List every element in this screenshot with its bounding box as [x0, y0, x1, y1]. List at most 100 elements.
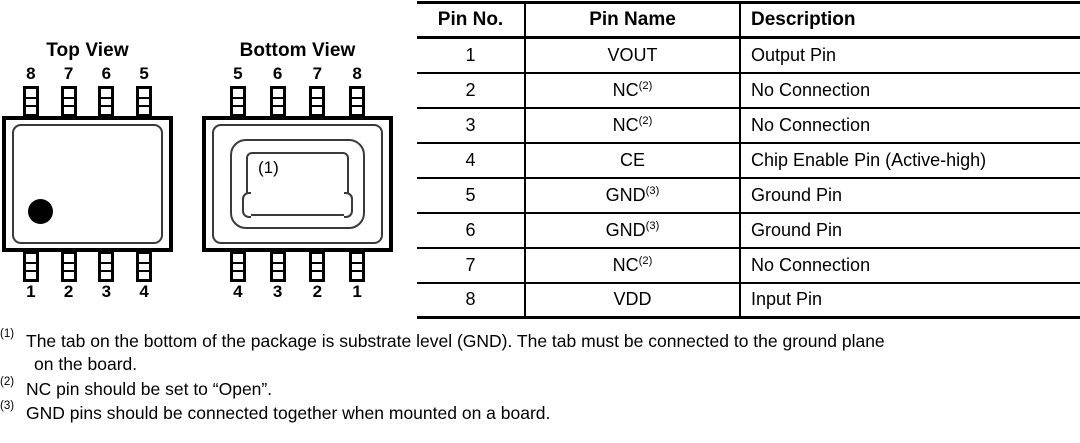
- footnote-ref: (2): [638, 79, 653, 92]
- top-view-package-body: [2, 116, 173, 252]
- pin-lead: [98, 251, 115, 282]
- table-header-row: Pin No. Pin Name Description: [417, 1, 1080, 39]
- pin-number: 6: [101, 64, 112, 83]
- pin-lead: [229, 251, 246, 282]
- pin-lead: [309, 251, 326, 282]
- bottom-view-title: Bottom View: [239, 40, 356, 61]
- column-header-pin-no: Pin No.: [417, 1, 526, 39]
- pin-lead: [60, 251, 77, 282]
- cell-pin-name: VOUT: [525, 37, 741, 74]
- pin-lead: [98, 86, 115, 117]
- cell-pin-no: 3: [417, 107, 526, 144]
- thermal-pad-notch-left-icon: [242, 192, 251, 218]
- cell-description: Input Pin: [740, 282, 1080, 319]
- pin-number: 5: [233, 64, 243, 83]
- pin-lead: [136, 86, 153, 117]
- cell-pin-name: VDD: [525, 282, 741, 319]
- footnote-marker: (1): [0, 328, 15, 340]
- cell-pin-name: GND(3): [525, 177, 741, 214]
- pin-number: 1: [26, 282, 36, 301]
- footnote: (3) GND pins should be connected together…: [0, 399, 1080, 425]
- top-view-package-body-inner: [12, 124, 163, 244]
- pin-lead: [269, 86, 286, 117]
- pin-number: 2: [63, 282, 74, 301]
- column-header-pin-name: Pin Name: [525, 1, 741, 39]
- pin-number: 8: [26, 64, 36, 83]
- pin-lead: [349, 86, 366, 117]
- pin-lead: [22, 251, 39, 282]
- footnote: (1) The tab on the bottom of the package …: [0, 328, 1080, 377]
- footnote-text-continued: on the board.: [34, 354, 138, 375]
- cell-pin-no: 5: [417, 177, 526, 214]
- thermal-pad-footnote-ref: (1): [258, 158, 279, 177]
- cell-description: No Connection: [740, 247, 1080, 284]
- pin-number: 6: [272, 64, 283, 83]
- thermal-pad-ring: (1): [230, 139, 365, 229]
- bottom-view-upper-leads: [200, 86, 395, 117]
- pin-lead: [269, 251, 286, 282]
- cell-pin-name: NC(2): [525, 72, 741, 109]
- cell-pin-name: GND(3): [525, 212, 741, 249]
- thermal-pad: (1): [242, 152, 353, 218]
- pin-lead: [136, 251, 153, 282]
- bottom-view-package-body: (1): [202, 116, 393, 252]
- pin-lead: [309, 86, 326, 117]
- cell-pin-no: 7: [417, 247, 526, 284]
- top-view-lower-leads: [0, 251, 175, 282]
- top-view-title: Top View: [46, 40, 129, 61]
- cell-description: Chip Enable Pin (Active-high): [740, 142, 1080, 179]
- footnote-ref: (3): [645, 219, 660, 232]
- pin-number: 5: [139, 64, 149, 83]
- bottom-view-lower-pin-numbers: 4 3 2 1: [200, 282, 395, 302]
- pin-number: 8: [352, 64, 362, 83]
- pin-number: 3: [272, 282, 283, 301]
- pin-lead: [22, 86, 39, 117]
- top-view-lower-pin-numbers: 1 2 3 4: [0, 282, 175, 302]
- package-diagrams: Top View 8 7 6 5 1 2 3: [0, 0, 415, 325]
- cell-description: Ground Pin: [740, 177, 1080, 214]
- bottom-view-upper-pin-numbers: 5 6 7 8: [200, 64, 395, 84]
- pin-lead: [349, 251, 366, 282]
- footnote-text: The tab on the bottom of the package is …: [26, 331, 885, 351]
- pin-number: 4: [139, 282, 149, 301]
- thermal-pad-notch-right-icon: [344, 192, 353, 218]
- footnote-text: GND pins should be connected together wh…: [26, 402, 551, 423]
- top-view-upper-pin-numbers: 8 7 6 5: [0, 64, 175, 84]
- cell-description: No Connection: [740, 72, 1080, 109]
- bottom-view-lower-leads: [200, 251, 395, 282]
- cell-pin-no: 4: [417, 142, 526, 179]
- footnote-marker: (3): [0, 399, 15, 412]
- pin-number: 7: [312, 64, 323, 83]
- cell-pin-no: 2: [417, 72, 526, 109]
- pin-number: 7: [63, 64, 74, 83]
- pin-number: 3: [101, 282, 112, 301]
- footnote: (2) NC pin should be set to “Open”.: [0, 375, 1080, 401]
- cell-description: No Connection: [740, 107, 1080, 144]
- footnote-text: NC pin should be set to “Open”.: [26, 378, 273, 399]
- pin-lead: [60, 86, 77, 117]
- column-header-description: Description: [740, 1, 1080, 39]
- cell-pin-name: NC(2): [525, 107, 741, 144]
- pin-number: 2: [312, 282, 323, 301]
- footnote-ref: (3): [645, 184, 660, 197]
- footnotes: (1) The tab on the bottom of the package …: [0, 328, 1080, 426]
- cell-pin-no: 1: [417, 37, 526, 74]
- pin-number: 4: [233, 282, 243, 301]
- footnote-ref: (2): [638, 114, 653, 127]
- footnote-marker: (2): [0, 375, 15, 388]
- cell-description: Ground Pin: [740, 212, 1080, 249]
- cell-pin-no: 6: [417, 212, 526, 249]
- top-view-upper-leads: [0, 86, 175, 117]
- cell-pin-name: CE: [525, 142, 741, 179]
- footnote-ref: (2): [638, 254, 653, 267]
